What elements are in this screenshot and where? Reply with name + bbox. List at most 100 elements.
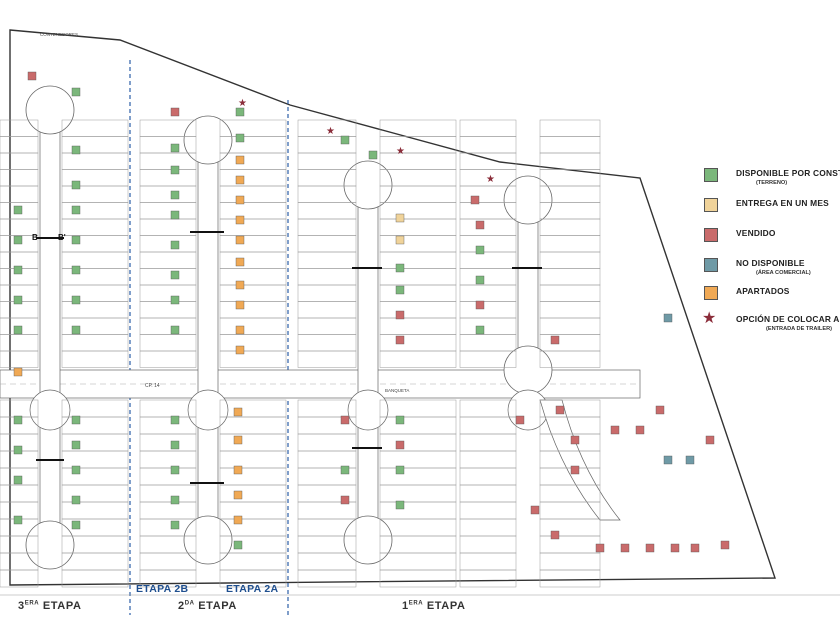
intersection: [187, 389, 229, 431]
lot: [139, 152, 197, 170]
star-icon: ★: [486, 174, 495, 185]
legend-swatch: [704, 198, 718, 212]
lot-status-marker: [475, 275, 485, 285]
lot-status-marker: [170, 520, 180, 530]
lot: [459, 518, 517, 537]
lot-status-marker: [13, 205, 23, 215]
lot-status-marker: [170, 415, 180, 425]
lot-status-marker: [235, 195, 245, 205]
lot: [459, 301, 517, 319]
lot-status-marker: [71, 495, 81, 505]
lot: [139, 350, 197, 368]
lot-status-marker: [233, 465, 243, 475]
lot: [379, 450, 457, 469]
lot-status-marker: [233, 515, 243, 525]
lot: [297, 218, 357, 236]
contenedores-label: CONTENEDORES: [40, 32, 79, 37]
cul-de-sac: [503, 345, 553, 395]
lot-status-marker: [71, 295, 81, 305]
street: [517, 199, 539, 371]
lot-status-marker: [395, 335, 405, 345]
lot-status-marker: [170, 210, 180, 220]
lot-status-marker: [368, 150, 378, 160]
lot: [379, 136, 457, 154]
lot-status-marker: [570, 435, 580, 445]
lot: [219, 416, 287, 435]
stage-word: ETAPA: [198, 600, 237, 612]
lot-status-marker: [530, 505, 540, 515]
lot: [219, 268, 287, 286]
lot: [539, 218, 601, 236]
lot: [459, 119, 517, 137]
lot-status-marker: [395, 465, 405, 475]
lot-status-marker: [395, 500, 405, 510]
lot: [219, 334, 287, 352]
lot: [459, 535, 517, 554]
lot: [459, 317, 517, 335]
lot-status-marker: [655, 405, 665, 415]
lot-status-marker: [235, 107, 245, 117]
cul-de-sac: [183, 515, 233, 565]
lot: [61, 350, 129, 368]
star-icon: ★: [702, 310, 717, 327]
lot-status-marker: [570, 465, 580, 475]
lot: [459, 334, 517, 352]
lot-status-marker: [475, 220, 485, 230]
lot-status-marker: [235, 257, 245, 267]
section-markers: [36, 231, 542, 484]
lot: [297, 268, 357, 286]
lot: [219, 185, 287, 203]
legend-item-no-disponible: NO DISPONIBLE (ÁREA COMERCIAL): [700, 255, 840, 285]
lot: [139, 251, 197, 269]
lot-status-marker: [235, 215, 245, 225]
lot-status-marker: [170, 270, 180, 280]
lot: [139, 450, 197, 469]
lot-status-marker: [71, 415, 81, 425]
lot: [297, 501, 357, 520]
lot: [139, 501, 197, 520]
lot-status-marker: [235, 345, 245, 355]
lot: [297, 235, 357, 253]
stage-label-1: 1ERA ETAPA: [402, 600, 466, 612]
lot-status-marker: [685, 455, 695, 465]
lot: [139, 284, 197, 302]
stage-label-2b: ETAPA 2B: [136, 583, 189, 595]
lot: [539, 284, 601, 302]
star-icon: ★: [396, 146, 405, 157]
section-marker-b-prime: B': [58, 233, 66, 242]
lot: [539, 301, 601, 319]
lot: [459, 433, 517, 452]
lot-status-marker: [550, 530, 560, 540]
lot: [459, 416, 517, 435]
lot: [459, 350, 517, 368]
lot: [297, 399, 357, 418]
legend-label: ENTREGA EN UN MES: [736, 198, 829, 208]
lot: [379, 235, 457, 253]
lot: [379, 467, 457, 486]
lot: [297, 552, 357, 571]
lot: [539, 251, 601, 269]
lot: [539, 119, 601, 137]
lot-status-marker: [395, 213, 405, 223]
lot-status-marker: [71, 265, 81, 275]
lot: [61, 501, 129, 520]
lot: [219, 450, 287, 469]
lot: [139, 399, 197, 418]
lot-status-marker: [395, 310, 405, 320]
lot-status-marker: [13, 475, 23, 485]
lot: [139, 416, 197, 435]
lot: [379, 433, 457, 452]
legend-label: NO DISPONIBLE: [736, 258, 805, 268]
stage-ordinal: DA: [184, 600, 195, 607]
lot-status-marker: [13, 415, 23, 425]
lot-status-marker: [233, 407, 243, 417]
intersection: [29, 389, 71, 431]
lot: [139, 218, 197, 236]
intersection: [507, 389, 549, 431]
lot-status-marker: [235, 235, 245, 245]
lot: [297, 251, 357, 269]
legend-item-apartados: APARTADOS: [700, 283, 840, 313]
stage-ordinal: ERA: [408, 600, 424, 607]
star-icon: ★: [238, 98, 247, 109]
lot: [379, 399, 457, 418]
